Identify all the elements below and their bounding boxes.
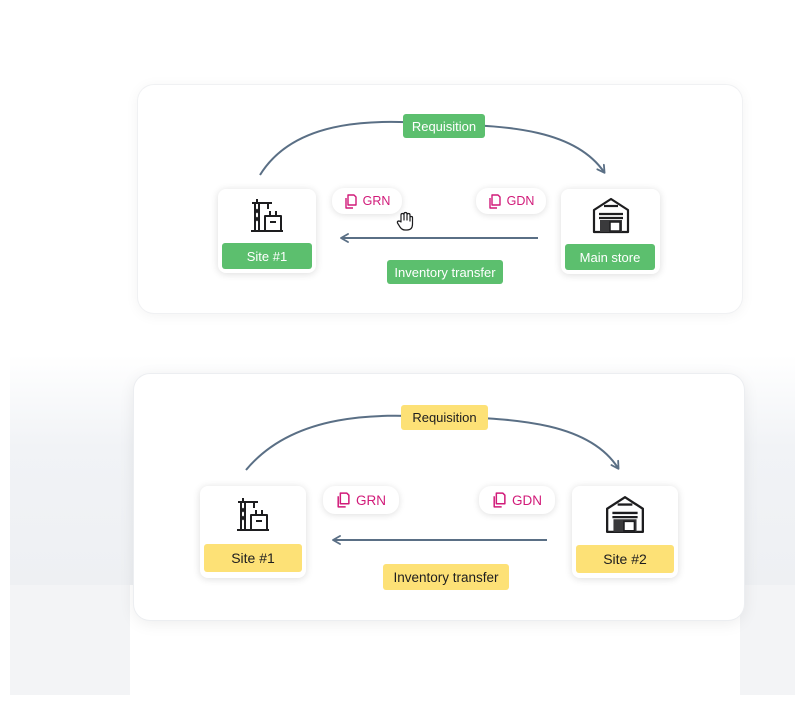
requisition-label-1: Requisition <box>403 114 485 138</box>
grn-label-second: GRN <box>356 492 386 508</box>
node-site-2[interactable]: Site #2 <box>572 486 678 578</box>
node-site-1-second[interactable]: Site #1 <box>200 486 306 578</box>
main-store-label: Main store <box>565 244 655 270</box>
site-1-label: Site #1 <box>222 243 312 269</box>
node-site-1[interactable]: Site #1 <box>218 189 316 273</box>
hand-pointer-icon <box>396 211 414 231</box>
grn-document-badge-2[interactable]: GRN <box>323 486 399 514</box>
crane-construction-icon <box>251 199 283 232</box>
document-copy-icon <box>493 492 506 508</box>
inventory-transfer-label-2: Inventory transfer <box>383 564 509 590</box>
site-2-label: Site #2 <box>576 545 674 573</box>
requisition-label-2: Requisition <box>401 405 488 430</box>
gdn-label-second: GDN <box>512 492 542 508</box>
warehouse-icon <box>592 197 629 234</box>
gdn-document-badge-1[interactable]: GDN <box>476 188 546 214</box>
document-copy-icon <box>488 193 501 209</box>
site-1-label-second: Site #1 <box>204 544 302 572</box>
warehouse-icon <box>605 496 645 534</box>
inventory-transfer-label-1: Inventory transfer <box>387 260 503 284</box>
grn-label: GRN <box>362 194 391 208</box>
document-copy-icon <box>337 492 350 508</box>
crane-construction-icon <box>237 498 269 531</box>
gdn-label: GDN <box>506 194 535 208</box>
gdn-document-badge-2[interactable]: GDN <box>479 486 555 514</box>
grn-document-badge-1[interactable]: GRN <box>332 188 402 214</box>
node-main-store[interactable]: Main store <box>561 189 660 274</box>
background-block-left <box>10 585 130 695</box>
document-copy-icon <box>344 193 357 209</box>
background-block-right <box>740 585 795 695</box>
